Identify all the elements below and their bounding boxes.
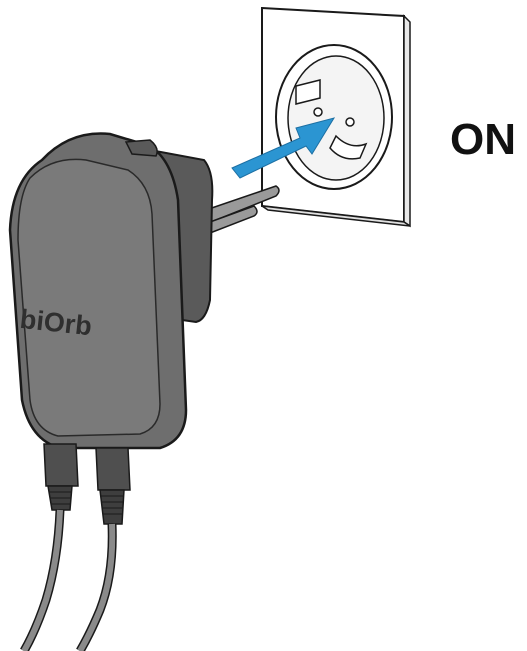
power-adapter-icon: biOrb [10, 134, 279, 651]
on-state-label: ON [450, 115, 516, 164]
wall-socket-icon [262, 8, 410, 226]
